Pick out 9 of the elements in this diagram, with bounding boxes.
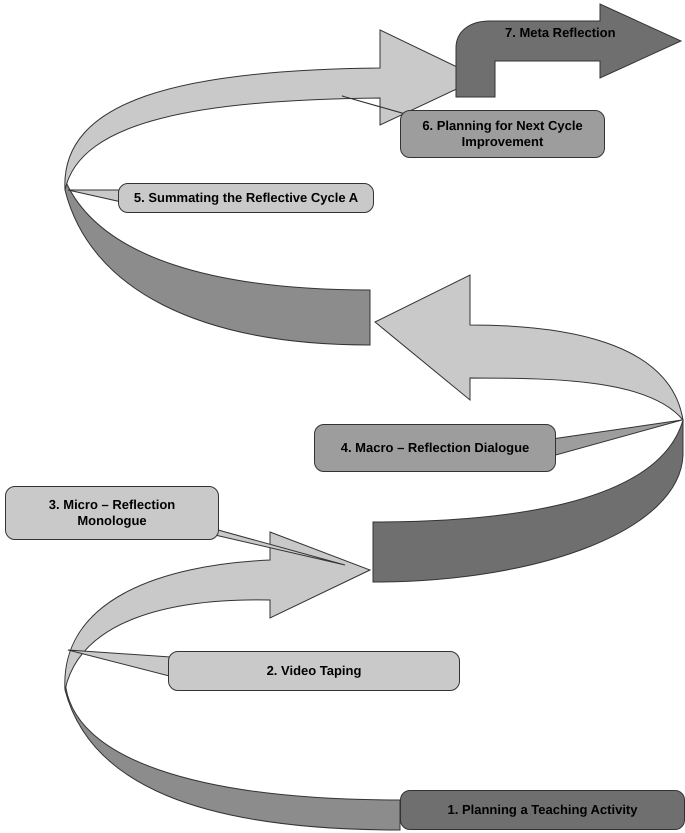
step-label: 4. Macro – Reflection Dialogue <box>340 440 530 456</box>
callout-bubble <box>400 790 685 830</box>
callout-bubble <box>5 486 219 540</box>
step-label: 2. Video Taping <box>266 663 362 679</box>
step-label: 3. Micro – Reflection Monologue <box>48 497 176 529</box>
step-label: 1. Planning a Teaching Activity <box>448 802 638 818</box>
step-label: 6. Planning for Next Cycle Improvement <box>421 118 584 150</box>
step-label: 7. Meta Reflection <box>505 25 616 40</box>
step-label: 5. Summating the Reflective Cycle A <box>134 190 358 206</box>
